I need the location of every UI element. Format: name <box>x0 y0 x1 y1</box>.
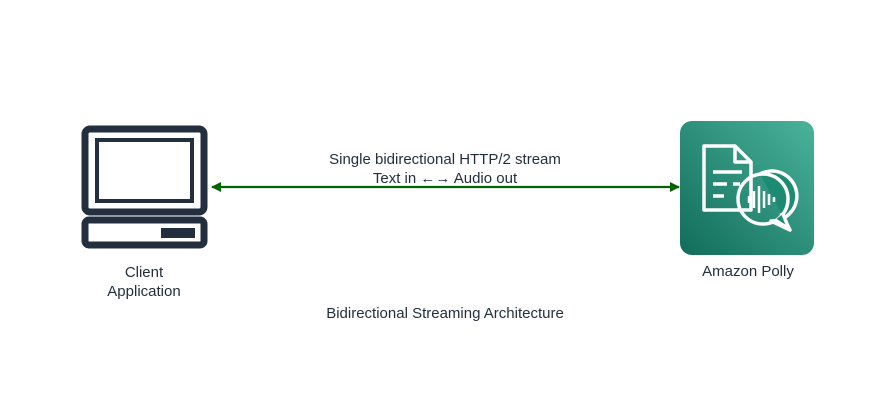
client-label-line2: Application <box>107 283 181 300</box>
amazon-polly-label: Amazon Polly <box>702 263 794 280</box>
client-label-line1: Client <box>124 264 164 281</box>
edge-label-line1: Single bidirectional HTTP/2 stream <box>329 151 561 168</box>
laptop-icon <box>81 125 208 249</box>
amazon-polly-icon <box>680 121 814 255</box>
client-application-label: Client Application <box>64 263 224 301</box>
edge-label-line2: Text in ←→ Audio out <box>372 170 518 187</box>
edge-label: Single bidirectional HTTP/2 stream Text … <box>285 150 605 188</box>
diagram-caption: Bidirectional Streaming Architecture <box>326 305 564 322</box>
